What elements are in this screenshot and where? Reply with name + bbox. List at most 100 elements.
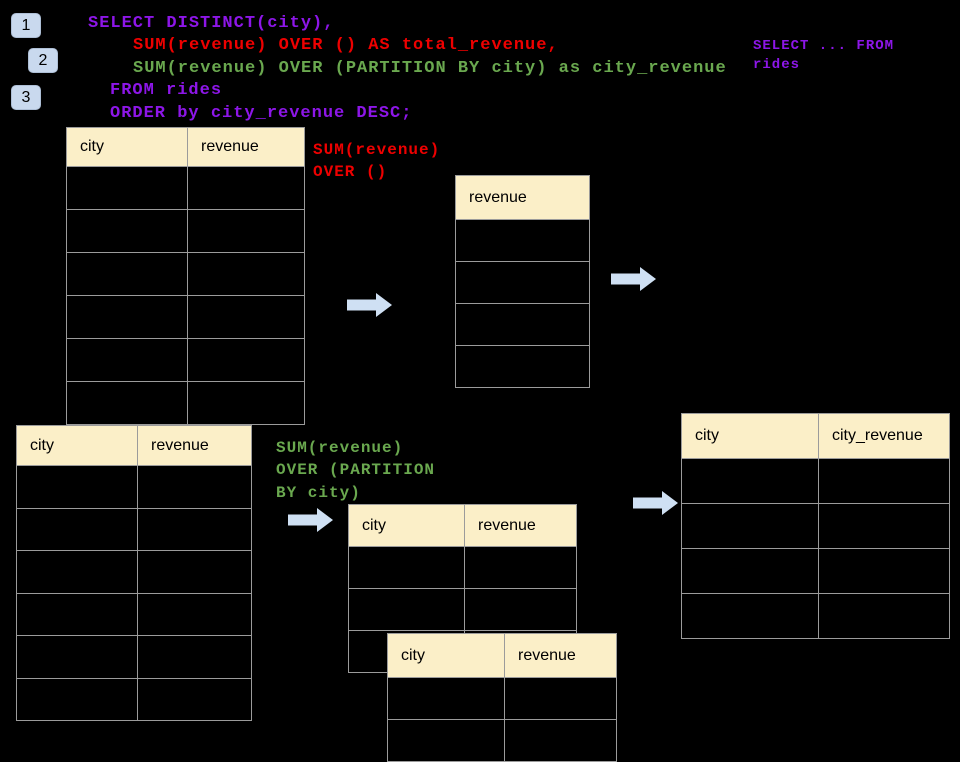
snippet-rides: rides bbox=[753, 57, 801, 73]
snippet-select-from: SELECT ... FROM bbox=[753, 38, 895, 54]
table-header-row: city revenue bbox=[388, 634, 616, 677]
table-header-row: revenue bbox=[456, 176, 589, 219]
table-row bbox=[67, 295, 304, 338]
table-cell-empty bbox=[504, 678, 616, 719]
table-partition-overlay: city revenue bbox=[387, 633, 617, 762]
table-header-row: city revenue bbox=[67, 128, 304, 166]
column-header-revenue: revenue bbox=[469, 188, 527, 206]
annotation-partition-line2: OVER (PARTITION bbox=[276, 461, 436, 479]
sql-line-order-by: ORDER by city_revenue DESC; bbox=[110, 104, 413, 123]
table-cell-empty bbox=[17, 679, 137, 721]
column-header-revenue: revenue bbox=[187, 128, 304, 166]
table-row bbox=[456, 303, 589, 345]
table-city-revenue-result: city city_revenue bbox=[681, 413, 950, 639]
sql-line-sum-partition: SUM(revenue) OVER (PARTITION BY city) as… bbox=[133, 59, 727, 78]
table-cell-empty bbox=[818, 594, 949, 638]
table-row bbox=[682, 593, 949, 638]
table-cell-empty bbox=[818, 504, 949, 548]
table-cell-empty bbox=[818, 549, 949, 593]
table-cell-empty bbox=[67, 296, 187, 338]
flow-arrow-icon bbox=[288, 508, 333, 532]
table-cell-empty bbox=[682, 594, 818, 638]
table-cell-empty bbox=[349, 589, 464, 630]
table-cell-empty bbox=[17, 551, 137, 593]
table-header-row: city revenue bbox=[349, 505, 576, 546]
table-cell-empty bbox=[17, 636, 137, 678]
table-cell-empty bbox=[67, 382, 187, 424]
table-cell-empty bbox=[388, 720, 504, 761]
table-row bbox=[388, 719, 616, 761]
table-cell-empty bbox=[137, 678, 251, 720]
table-cell-empty bbox=[464, 589, 576, 630]
table-cell-empty bbox=[17, 509, 137, 551]
table-row bbox=[17, 592, 251, 635]
table-cell-empty bbox=[456, 262, 589, 303]
table-cell-empty bbox=[456, 220, 589, 261]
annotation-total-revenue-line1: SUM(revenue) bbox=[313, 141, 441, 159]
table-cell-empty bbox=[349, 547, 464, 588]
table-cell-empty bbox=[17, 466, 137, 508]
table-row bbox=[17, 635, 251, 678]
table-cell-empty bbox=[137, 593, 251, 635]
table-row bbox=[67, 252, 304, 295]
table-row bbox=[349, 546, 576, 588]
flow-arrow-icon bbox=[347, 293, 392, 317]
table-row bbox=[682, 458, 949, 503]
sql-line-sum-over: SUM(revenue) OVER () AS total_revenue, bbox=[133, 36, 559, 55]
annotation-total-revenue-line2: OVER () bbox=[313, 163, 388, 181]
table-cell-empty bbox=[137, 508, 251, 550]
table-cell-empty bbox=[137, 551, 251, 593]
flow-arrow-icon bbox=[633, 491, 678, 515]
column-header-city-revenue: city_revenue bbox=[818, 414, 949, 458]
column-header-city: city bbox=[30, 436, 54, 454]
table-cell-empty bbox=[137, 636, 251, 678]
column-header-city: city bbox=[80, 138, 104, 155]
table-cell-empty bbox=[388, 678, 504, 719]
table-cell-empty bbox=[187, 339, 304, 381]
table-cell-empty bbox=[187, 210, 304, 252]
table-cell-empty bbox=[187, 296, 304, 338]
step-badge-1: 1 bbox=[11, 13, 41, 38]
table-cell-empty bbox=[187, 253, 304, 295]
table-source-bottom: city revenue bbox=[16, 425, 252, 721]
table-cell-empty bbox=[818, 459, 949, 503]
table-cell-empty bbox=[137, 466, 251, 508]
table-row bbox=[388, 677, 616, 719]
table-cell-empty bbox=[187, 382, 304, 424]
table-row bbox=[67, 166, 304, 209]
step-badge-3: 3 bbox=[11, 85, 41, 110]
column-header-revenue: revenue bbox=[137, 426, 251, 465]
table-cell-empty bbox=[682, 459, 818, 503]
table-row bbox=[456, 345, 589, 387]
table-header-row: city city_revenue bbox=[682, 414, 949, 458]
table-row bbox=[456, 261, 589, 303]
column-header-city: city bbox=[401, 646, 425, 664]
table-cell-empty bbox=[67, 339, 187, 381]
table-cell-empty bbox=[67, 253, 187, 295]
table-row bbox=[456, 219, 589, 261]
table-cell-empty bbox=[682, 549, 818, 593]
flow-arrow-icon bbox=[611, 267, 656, 291]
table-row bbox=[17, 465, 251, 508]
table-total-result: revenue bbox=[455, 175, 590, 388]
step-badge-2: 2 bbox=[28, 48, 58, 73]
table-row bbox=[682, 503, 949, 548]
column-header-city: city bbox=[695, 427, 719, 444]
table-header-row: city revenue bbox=[17, 426, 251, 465]
sql-line-from: FROM rides bbox=[110, 81, 223, 100]
table-cell-empty bbox=[464, 547, 576, 588]
table-cell-empty bbox=[67, 167, 187, 209]
table-row bbox=[17, 507, 251, 551]
table-row bbox=[349, 588, 576, 630]
table-row bbox=[67, 381, 304, 424]
table-row bbox=[682, 548, 949, 593]
sql-line-select: SELECT DISTINCT(city), bbox=[88, 14, 335, 33]
table-cell-empty bbox=[456, 346, 589, 387]
column-header-revenue: revenue bbox=[464, 505, 576, 546]
table-cell-empty bbox=[504, 720, 616, 761]
table-row bbox=[67, 338, 304, 381]
table-row bbox=[67, 209, 304, 252]
table-cell-empty bbox=[682, 504, 818, 548]
table-partition-mid: city revenue bbox=[348, 504, 577, 673]
table-cell-empty bbox=[67, 210, 187, 252]
